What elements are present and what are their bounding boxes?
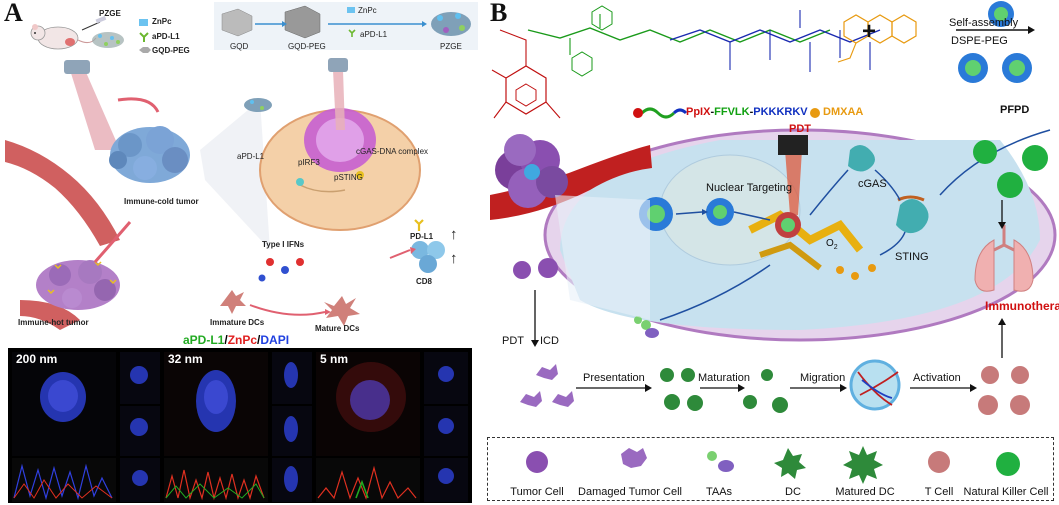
cell-apdl1-label: aPD-L1 (237, 152, 265, 161)
blood-vessel (5, 140, 120, 246)
nuclear-targeting-label: Nuclear Targeting (706, 182, 793, 194)
mouse-icon (30, 24, 97, 50)
cd8-label: CD8 (416, 277, 433, 286)
pdl1-up-arrow: ↑ (450, 226, 458, 243)
laser-head-1 (64, 60, 90, 74)
micro-label-2: 32 nm (168, 352, 203, 366)
cd8-up-arrow: ↑ (450, 250, 458, 267)
step-activation: Activation (913, 372, 961, 384)
psting-label: pSTING (334, 173, 363, 182)
laser-beam-1 (70, 70, 120, 150)
mature-dcs-label: Mature DCs (315, 324, 360, 333)
panel-b-letter: B (490, 0, 508, 27)
tumor-cell-diagram (259, 108, 421, 231)
apdl1-icon (139, 32, 149, 42)
cd8-cells (411, 241, 445, 273)
tumor-cluster (495, 134, 568, 208)
panel-a-illustration (5, 2, 478, 330)
micro-label-3: 5 nm (320, 352, 349, 366)
lungs-icon (974, 225, 1034, 292)
gqdpeg-legend-label: GQD-PEG (152, 46, 190, 55)
micro-label-1: 200 nm (16, 352, 58, 366)
dc-icon (774, 448, 806, 479)
nk-cell-icon (996, 452, 1020, 476)
t-cell-icon (928, 451, 950, 473)
legend-icon-strip (526, 446, 1020, 484)
step-migration: Migration (800, 372, 846, 384)
legend-label-tumor-cell: Tumor Cell (510, 486, 564, 498)
laser-head (778, 135, 808, 155)
stain-title: aPD-L1/ZnPc/DAPI (183, 333, 290, 347)
gqd-peg-icon (139, 47, 151, 53)
icd-label: ICD (540, 335, 559, 347)
pfpd-label: PFPD (1000, 104, 1030, 116)
immune-hot-tumor (36, 260, 120, 310)
pdt-top-label: PDT (789, 123, 811, 135)
pzge-legend-label: PZGE (99, 9, 121, 18)
cgas-label: cGAS (858, 178, 887, 190)
peptide-structure (491, 5, 881, 119)
legend-label-dc: DC (785, 486, 801, 498)
dspe-peg-label: DSPE-PEG (951, 35, 1008, 47)
pirf3-label: pIRF3 (298, 158, 320, 167)
lymph-node (849, 359, 901, 411)
hot-tumor-label: Immune-hot tumor (18, 318, 89, 327)
cgas-protein (848, 145, 875, 172)
synth-znpc-label: ZnPc (358, 6, 377, 15)
immune-cold-tumor (109, 126, 190, 183)
pfpd-micelles (958, 1, 1032, 83)
tumor-cell-icon (526, 451, 548, 473)
micro-main-2 (164, 352, 268, 456)
gqd-peg-sheet (284, 5, 321, 39)
microscopy-panel: 200 nm 32 nm 5 nm (8, 348, 472, 503)
micro-main-3 (316, 352, 420, 456)
immature-dcs-label: Immature DCs (210, 318, 265, 327)
matured-dc-icon (843, 446, 883, 484)
cell-type-legend: Tumor Cell Damaged Tumor Cell TAAs DC Ma… (487, 437, 1054, 501)
peptide-label: PpIX-FFVLK-PKKKRKV (686, 106, 808, 118)
step-maturation: Maturation (698, 372, 750, 384)
mature-dc-icon (324, 296, 360, 326)
legend-label-taas: TAAs (705, 486, 733, 498)
self-assembly-label: Self-assembly (949, 17, 1019, 29)
taa-purple-icon (718, 460, 734, 472)
dmxaa-label: DMXAA (823, 106, 864, 118)
pdt-laser (785, 150, 802, 215)
o2-label: O2 (826, 238, 838, 251)
gqdpeg-label: GQD-PEG (288, 42, 326, 51)
legend-label-matured-dc: Matured DC (835, 486, 895, 498)
panel-b-illustration (490, 1, 1057, 415)
synth-pzge-label: PZGE (440, 42, 462, 51)
dmxaa-structure (837, 14, 917, 63)
step-presentation: Presentation (583, 372, 645, 384)
immature-dc-icon (220, 290, 246, 314)
pdl1-icon (414, 219, 424, 231)
plus-sign: + (862, 18, 877, 45)
damaged-tumor-cell-icon (621, 448, 647, 468)
cold-tumor-label: Immune-cold tumor (124, 197, 199, 206)
micro-main-1 (12, 352, 116, 456)
cgas-complex-label: cGAS-DNA complex (356, 147, 429, 156)
apdl1-legend-label: aPD-L1 (152, 32, 180, 41)
sting-label: STING (895, 251, 929, 263)
type1-ifns-label: Type I IFNs (262, 240, 305, 249)
legend-label-damaged-tumor-cell: Damaged Tumor Cell (578, 486, 682, 498)
gqd-label: GQD (230, 42, 249, 51)
legend-label-nk-cell: Natural Killer Cell (963, 486, 1049, 498)
syringe-icon (81, 15, 107, 31)
pzge-product (431, 12, 471, 36)
pdl1-label: PD-L1 (410, 232, 434, 241)
znpc-legend-label: ZnPc (152, 17, 172, 26)
legend-label-t-cell: T Cell (924, 486, 954, 498)
panel-a-letter: A (4, 0, 23, 27)
gqd-sheet (221, 8, 253, 37)
immunotherapy-label: Immunotherapy (985, 299, 1059, 313)
pdt-label: PDT (502, 335, 524, 347)
taa-green-icon (707, 451, 717, 461)
pzge-nanoparticle-icon (92, 32, 124, 48)
synth-apdl1-label: aPD-L1 (360, 30, 388, 39)
znpc-icon (139, 19, 148, 26)
